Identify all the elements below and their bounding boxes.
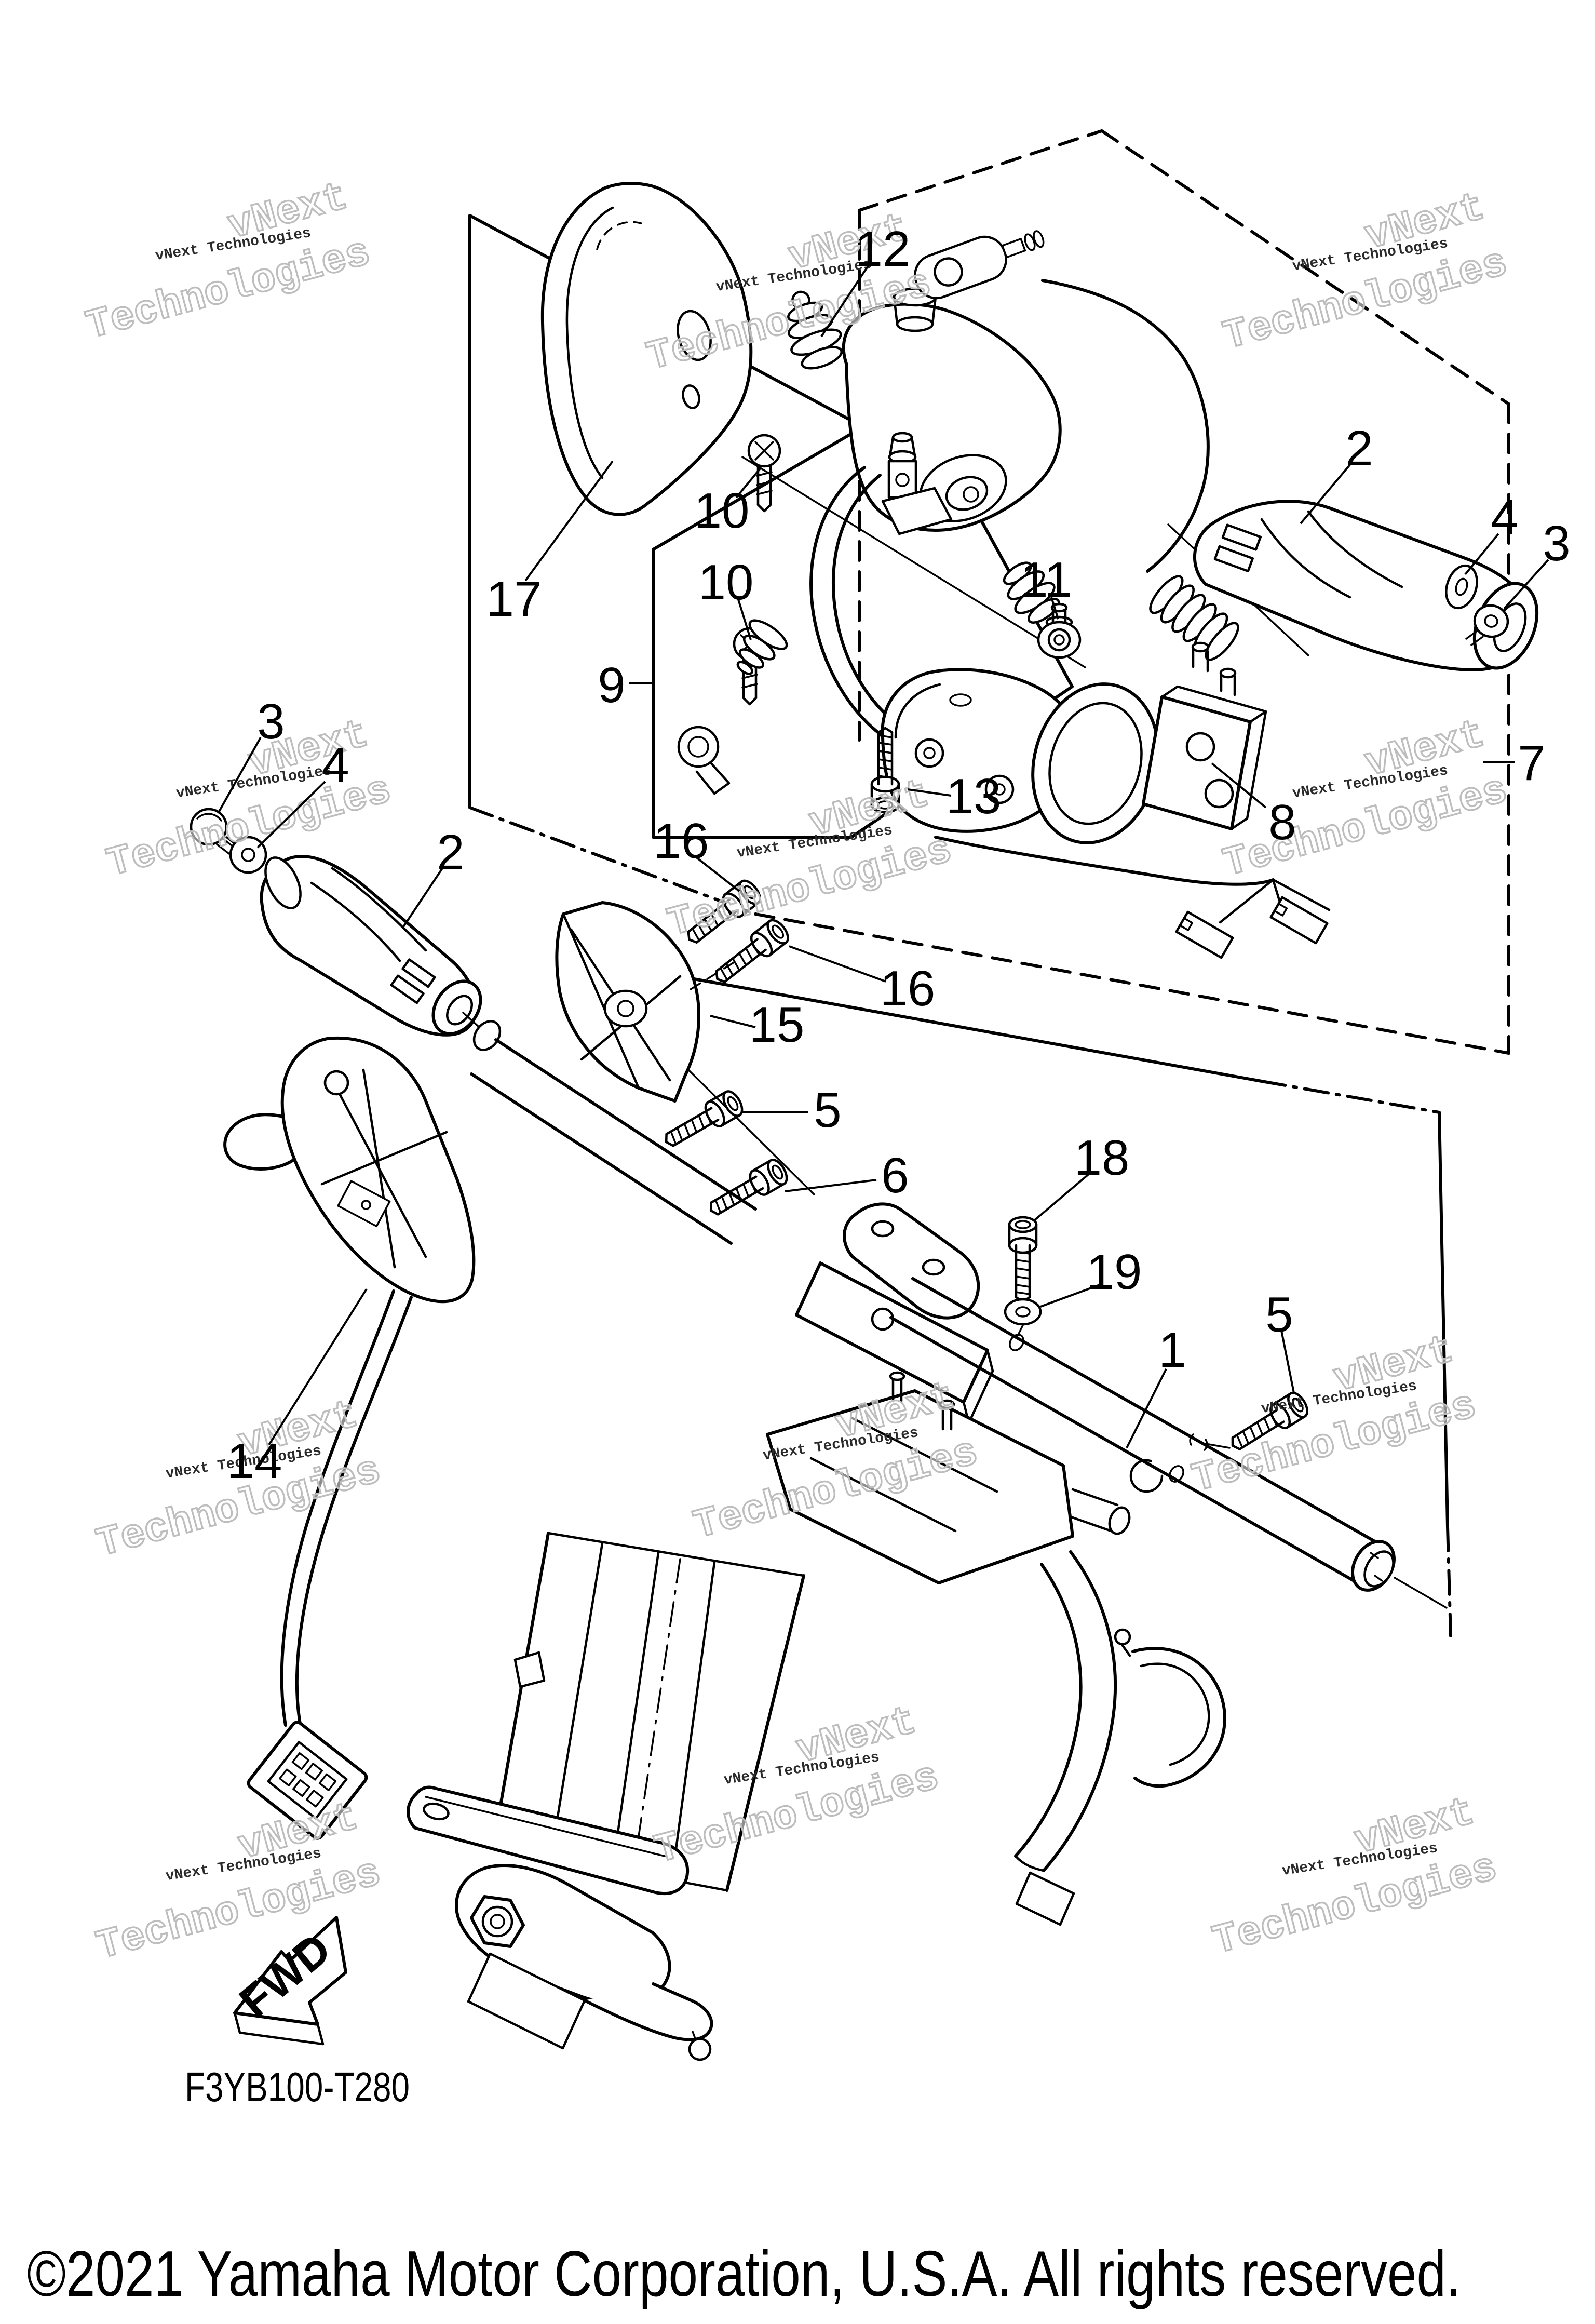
washer-4-right bbox=[1445, 564, 1478, 610]
callout-label: 16 bbox=[654, 813, 709, 869]
housing-cover-17 bbox=[540, 182, 753, 516]
handlebar-tube-1 bbox=[889, 1277, 1448, 1609]
callout-label: 8 bbox=[1268, 795, 1296, 850]
switch-assembly-9 bbox=[677, 432, 1060, 795]
nut-11 bbox=[1037, 602, 1082, 659]
callout-label: 3 bbox=[1543, 516, 1570, 571]
callout-label: 3 bbox=[257, 694, 285, 749]
lever-housing-14 bbox=[223, 1036, 476, 1304]
grip-left-2 bbox=[260, 855, 482, 1037]
bolt-6 bbox=[704, 1157, 790, 1222]
callout-leader bbox=[524, 460, 614, 582]
copyright-footer: ©2021 Yamaha Motor Corporation, U.S.A. A… bbox=[27, 2238, 1461, 2310]
callout-leader bbox=[268, 1288, 368, 1446]
callout-leader bbox=[1464, 533, 1499, 575]
housing-cable bbox=[280, 1289, 413, 1731]
bolt-5-axis bbox=[1205, 1443, 1231, 1449]
callout-leader bbox=[217, 737, 262, 814]
callout-label: 9 bbox=[598, 657, 625, 713]
callout-label: 6 bbox=[881, 1148, 909, 1203]
fwd-arrow: FWD bbox=[231, 1916, 347, 2046]
callout-label: 19 bbox=[1087, 1244, 1142, 1300]
callout-leader bbox=[1126, 1368, 1167, 1448]
callout-label: 12 bbox=[855, 221, 911, 277]
part-code: F3YB100-T280 bbox=[185, 2064, 410, 2110]
callout-label: 5 bbox=[1265, 1287, 1293, 1342]
callout-label: 11 bbox=[1020, 552, 1072, 608]
callout-leader bbox=[1040, 1284, 1100, 1308]
switch-cable bbox=[934, 836, 1331, 959]
callout-leader bbox=[256, 781, 326, 849]
callout-leader bbox=[1503, 559, 1549, 610]
screw-3-right bbox=[1465, 604, 1509, 646]
callout-leader bbox=[695, 856, 740, 892]
callout-label: 2 bbox=[437, 825, 464, 880]
callout-leader bbox=[820, 265, 869, 338]
screw-10a bbox=[749, 435, 780, 511]
callout-label: 4 bbox=[321, 737, 349, 793]
callout-leader bbox=[1050, 597, 1059, 620]
callout-leader bbox=[1033, 1173, 1090, 1221]
callout-leader bbox=[789, 945, 886, 983]
callout-label: 1 bbox=[1158, 1322, 1186, 1378]
callout-leader bbox=[402, 867, 443, 929]
wiring-connector bbox=[247, 1721, 368, 1840]
callout-leader bbox=[1211, 762, 1267, 809]
callout-label: 2 bbox=[1345, 421, 1373, 476]
callout-leader bbox=[735, 466, 762, 499]
callout-label: 17 bbox=[486, 571, 542, 627]
callout-label: 5 bbox=[814, 1082, 841, 1138]
tether-clip bbox=[914, 230, 1045, 300]
grommet-12 bbox=[787, 290, 843, 370]
bolt-18 bbox=[1009, 1217, 1036, 1301]
washer-19 bbox=[1004, 1298, 1042, 1337]
callout-leader bbox=[736, 596, 752, 640]
callout-label: 14 bbox=[227, 1433, 282, 1489]
washer-4-left bbox=[229, 836, 267, 874]
callout-label: 18 bbox=[1074, 1130, 1130, 1186]
handlebar-tube-left bbox=[462, 1012, 757, 1245]
callout-label: 13 bbox=[946, 769, 1002, 824]
callout-leader bbox=[907, 788, 952, 797]
callout-label: 7 bbox=[1518, 735, 1545, 791]
throttle-spring bbox=[1149, 575, 1239, 661]
throttle-lever-8 bbox=[1031, 641, 1267, 844]
callout-label: 10 bbox=[694, 483, 750, 539]
bracket-15 bbox=[555, 901, 741, 1103]
steering-column-reference bbox=[407, 1371, 1226, 2061]
handlebar-holder bbox=[795, 1202, 994, 1425]
callout-leader bbox=[1280, 1330, 1295, 1393]
callout-leader bbox=[1300, 464, 1351, 525]
callout-leader bbox=[710, 1015, 756, 1028]
callout-label: 10 bbox=[698, 555, 754, 610]
callout-label: 4 bbox=[1491, 490, 1518, 545]
callout-leader bbox=[785, 1179, 877, 1192]
callout-label: 15 bbox=[749, 997, 805, 1053]
callout-label: 16 bbox=[880, 961, 936, 1016]
